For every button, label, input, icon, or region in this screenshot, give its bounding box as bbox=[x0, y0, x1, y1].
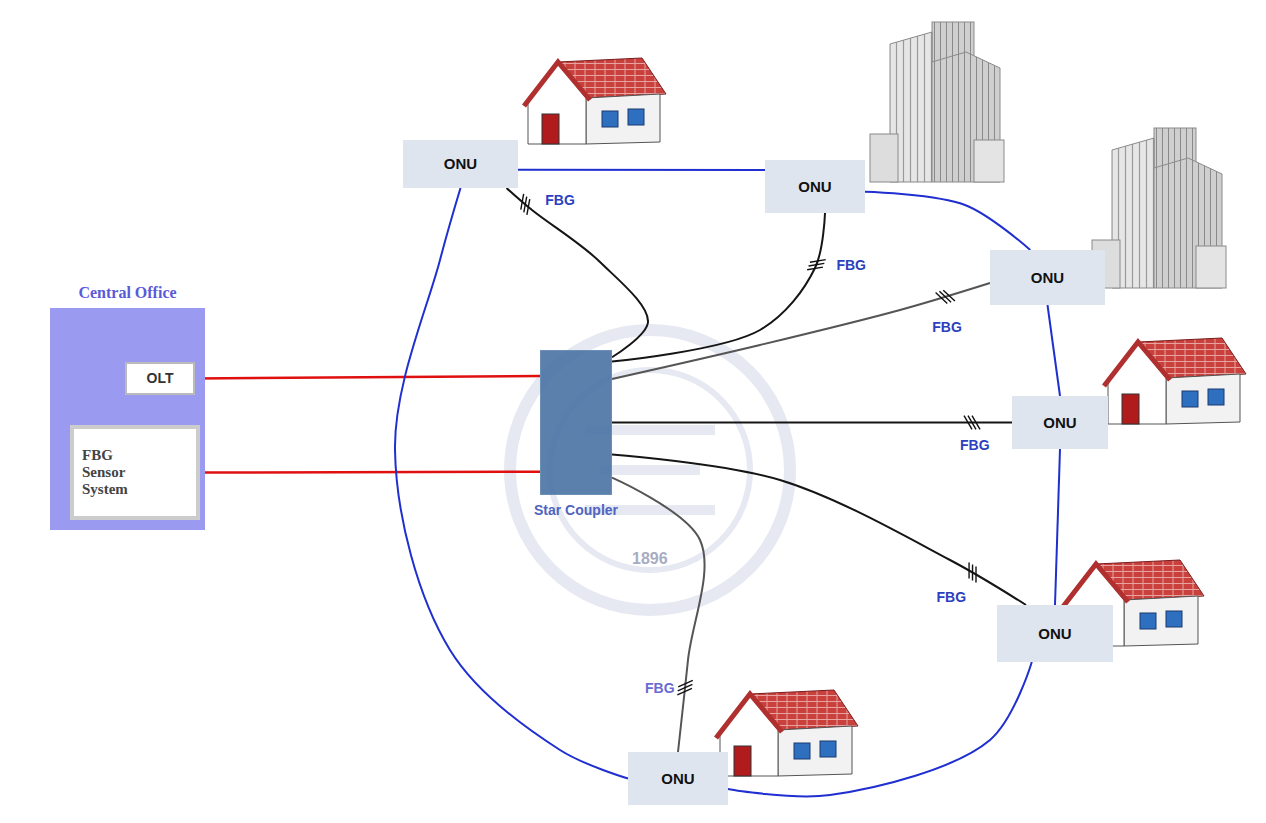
grating-stroke bbox=[807, 267, 823, 270]
edge-label: FBG bbox=[643, 680, 677, 696]
sensor-system-box: FBG Sensor System bbox=[70, 425, 200, 520]
fbg-grating bbox=[521, 194, 530, 215]
star-coupler: Star Coupler bbox=[540, 350, 612, 495]
watermark-logo bbox=[510, 330, 790, 610]
node-label: ONU bbox=[444, 155, 477, 172]
fiber-link bbox=[507, 188, 649, 357]
onu-box: ONU bbox=[765, 160, 865, 213]
house-icon bbox=[716, 690, 858, 776]
edge-label: FBG bbox=[935, 589, 969, 605]
fbg-grating bbox=[807, 260, 826, 270]
fbg-grating bbox=[964, 416, 980, 430]
fiber-link bbox=[1048, 305, 1061, 396]
onu-box: ONU bbox=[990, 250, 1105, 305]
onu-box: ONU bbox=[403, 140, 518, 188]
central-office-box: Central OfficeOLTFBG Sensor System bbox=[50, 308, 205, 530]
fiber-link bbox=[395, 188, 628, 779]
grating-stroke bbox=[527, 199, 530, 215]
node-heading: Star Coupler bbox=[534, 502, 618, 518]
fbg-grating bbox=[677, 680, 692, 694]
node-heading: Central Office bbox=[78, 284, 176, 302]
node-label: FBG Sensor System bbox=[82, 447, 144, 499]
grating-stroke bbox=[521, 194, 524, 210]
grating-stroke bbox=[943, 290, 955, 301]
grating-stroke bbox=[968, 416, 976, 430]
drawing-circle bbox=[510, 330, 790, 610]
fiber-link bbox=[195, 376, 540, 378]
edge-label: FBG bbox=[930, 319, 964, 335]
fbg-grating bbox=[936, 290, 955, 303]
fiber-link bbox=[518, 169, 765, 171]
fiber-link bbox=[1055, 449, 1060, 605]
fiber-link bbox=[612, 422, 1012, 424]
node-label: ONU bbox=[1043, 414, 1076, 431]
olt-box: OLT bbox=[125, 362, 195, 395]
grating-stroke bbox=[524, 197, 527, 213]
onu-box: ONU bbox=[997, 605, 1113, 662]
onu-box: ONU bbox=[1012, 396, 1108, 449]
edge-label: FBG bbox=[958, 437, 992, 453]
fbg-grating bbox=[969, 563, 976, 583]
fiber-link bbox=[200, 471, 540, 474]
grating-stroke bbox=[809, 263, 825, 266]
grating-stroke bbox=[964, 416, 972, 430]
fiber-link bbox=[612, 213, 825, 362]
grating-stroke bbox=[677, 688, 692, 694]
grating-stroke bbox=[972, 565, 973, 581]
node-label: ONU bbox=[1038, 625, 1071, 642]
watermark-year: 1896 bbox=[630, 550, 670, 568]
fiber-link bbox=[728, 662, 1032, 796]
grating-stroke bbox=[968, 563, 969, 579]
edge-label: FBG bbox=[834, 257, 868, 273]
house-icon bbox=[524, 58, 666, 144]
fiber-link bbox=[612, 283, 990, 379]
node-label: ONU bbox=[798, 178, 831, 195]
grating-stroke bbox=[975, 567, 976, 583]
office-building-icon bbox=[870, 22, 1004, 182]
onu-box: ONU bbox=[628, 752, 728, 805]
fiber-link bbox=[612, 454, 1026, 605]
fiber-link bbox=[865, 192, 1030, 250]
house-icon bbox=[1104, 338, 1246, 424]
edge-label: FBG bbox=[543, 192, 577, 208]
node-label: ONU bbox=[661, 770, 694, 787]
fiber-link bbox=[612, 478, 705, 752]
grating-stroke bbox=[972, 416, 980, 430]
grating-stroke bbox=[810, 260, 826, 263]
node-label: OLT bbox=[147, 370, 174, 386]
node-label: ONU bbox=[1031, 269, 1064, 286]
office-building-icon bbox=[1092, 128, 1226, 288]
